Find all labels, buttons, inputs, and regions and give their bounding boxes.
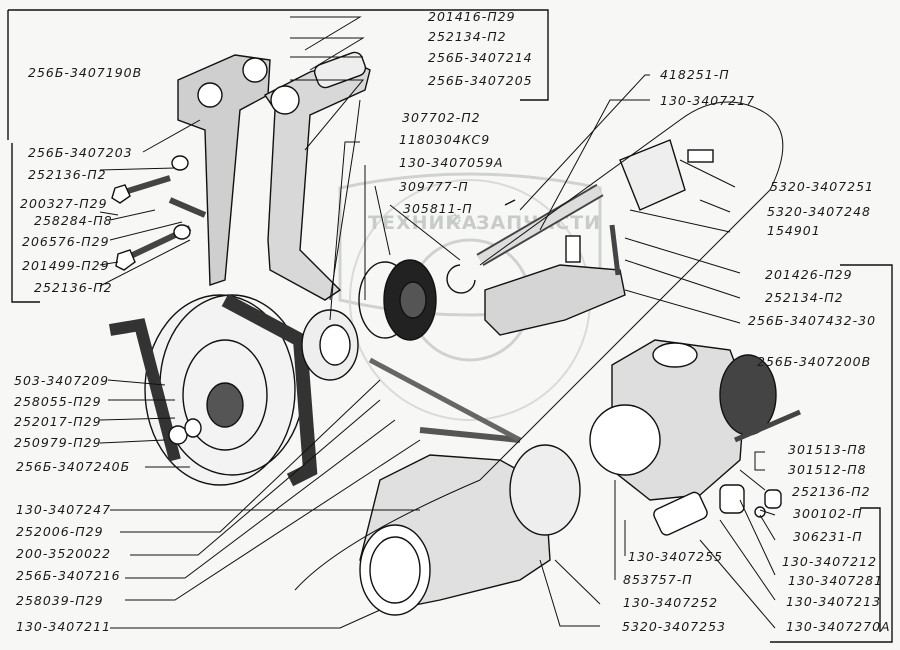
part-label: 256Б-3407205 bbox=[428, 73, 533, 88]
part-label: 256Б-3407200В bbox=[757, 354, 872, 369]
pump-body-part bbox=[589, 339, 801, 501]
part-label: 853757-П bbox=[623, 572, 693, 587]
pump-housing-part bbox=[359, 357, 581, 616]
part-label: 201499-П29 bbox=[22, 258, 110, 273]
part-label: 256Б-3407214 bbox=[428, 50, 533, 65]
part-label: 130-3407247 bbox=[16, 502, 112, 517]
part-label: 503-3407209 bbox=[14, 373, 110, 388]
part-label: 5320-3407251 bbox=[770, 179, 874, 194]
springs-and-valves bbox=[653, 484, 782, 536]
part-label: 305811-П bbox=[403, 201, 473, 216]
part-label: 130-3407059А bbox=[399, 155, 504, 170]
part-label: 154901 bbox=[767, 223, 821, 238]
part-label: 256Б-3407203 bbox=[28, 145, 133, 160]
part-label: 130-3407252 bbox=[623, 595, 719, 610]
valve-cover-part bbox=[484, 224, 626, 336]
part-label: 418251-П bbox=[660, 67, 730, 82]
lever-arm-part bbox=[177, 54, 271, 286]
part-label: 301512-П8 bbox=[788, 462, 867, 477]
part-label: 256Б-3407216 bbox=[16, 568, 121, 583]
pulley-part bbox=[109, 293, 318, 487]
part-label: 256Б-3407432-30 bbox=[748, 313, 877, 328]
part-label: 130-3407211 bbox=[16, 619, 112, 634]
part-label: 130-3407213 bbox=[786, 594, 882, 609]
part-label: 300102-П bbox=[793, 506, 863, 521]
shaft-arm-part bbox=[263, 51, 371, 301]
part-label: 130-3407281 bbox=[788, 573, 884, 588]
part-label: 250979-П29 bbox=[14, 435, 102, 450]
part-label: 258284-П8 bbox=[34, 213, 113, 228]
part-label: 5320-3407253 bbox=[622, 619, 726, 634]
part-label: 307702-П2 bbox=[402, 110, 481, 125]
bolts-left bbox=[111, 155, 207, 271]
part-label: 258039-П29 bbox=[16, 593, 104, 608]
part-label: 301513-П8 bbox=[788, 442, 867, 457]
part-label: 130-3407270А bbox=[786, 619, 891, 634]
part-label: 200327-П29 bbox=[20, 196, 108, 211]
part-label: 256Б-3407240Б bbox=[16, 459, 131, 474]
part-label: 1180304КС9 bbox=[399, 132, 491, 147]
part-label: 256Б-3407190В bbox=[28, 65, 143, 80]
bearing-and-seal bbox=[301, 259, 476, 381]
leader-lines bbox=[99, 16, 776, 629]
part-label: 252136-П2 bbox=[792, 484, 871, 499]
part-label: 130-3407217 bbox=[660, 93, 756, 108]
gear-logo-icon: ⚙ bbox=[448, 210, 464, 229]
part-label: 252134-П2 bbox=[765, 290, 844, 305]
part-label: 252134-П2 bbox=[428, 29, 507, 44]
part-label: 309777-П bbox=[399, 179, 469, 194]
part-label: 200-3520022 bbox=[16, 546, 112, 561]
part-label: 252006-П29 bbox=[16, 524, 104, 539]
part-label: 201426-П29 bbox=[765, 267, 853, 282]
part-label: 258055-П29 bbox=[14, 394, 102, 409]
part-label: 306231-П bbox=[793, 529, 863, 544]
part-label: 252136-П2 bbox=[28, 167, 107, 182]
part-label: 206576-П29 bbox=[22, 234, 110, 249]
watermark-text-left: ТЕХНИКА bbox=[368, 212, 478, 234]
drive-shaft-rotor bbox=[476, 139, 714, 267]
part-label: 252136-П2 bbox=[34, 280, 113, 295]
part-label: 130-3407255 bbox=[628, 549, 724, 564]
part-label: 130-3407212 bbox=[782, 554, 878, 569]
part-label: 252017-П29 bbox=[14, 414, 102, 429]
part-label: 5320-3407248 bbox=[767, 204, 871, 219]
part-label: 201416-П29 bbox=[428, 9, 516, 24]
bracket-lines bbox=[7, 9, 893, 643]
